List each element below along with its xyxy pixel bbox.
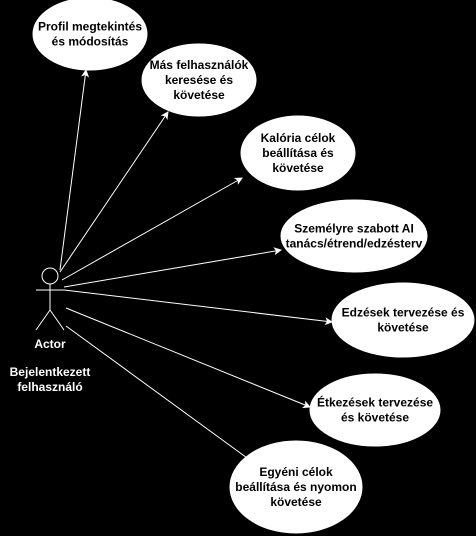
use-case-label-line: beállítása és nyomon [235, 480, 356, 494]
use-case-label-line: követése [272, 161, 324, 175]
association-calorie-goals [61, 177, 243, 281]
association-search-users [59, 111, 169, 273]
actor-head [41, 267, 59, 285]
use-case-ellipse[interactable] [141, 43, 257, 117]
use-case-ellipse[interactable] [240, 115, 356, 191]
use-case-label-line: Más felhasználók [150, 58, 249, 72]
use-case-label-line: Egyéni célok [259, 465, 333, 479]
actor-left-leg [35, 309, 51, 331]
actor-label: Actor [34, 337, 66, 351]
use-case-label-line: Étkezések tervezése [317, 395, 433, 410]
use-case-label-line: követése [270, 495, 322, 509]
use-case-label-line: tanács/étrend/edzésterv [286, 237, 423, 251]
actor-description-line: Bejelentkezett [10, 365, 91, 379]
association-workout-planning [63, 289, 333, 326]
use-case-label-line: és követése [341, 411, 409, 425]
use-case-ellipse[interactable] [280, 199, 428, 273]
actor-description-line: felhasználó [17, 380, 82, 394]
use-case-ellipse[interactable] [229, 440, 363, 534]
use-case-label-line: Személyre szabott AI [294, 222, 414, 236]
use-case-ellipse[interactable] [331, 282, 475, 358]
association-profile [59, 69, 90, 271]
use-case-label-line: beállítása és [262, 146, 334, 160]
associations [59, 69, 333, 464]
use-case-label-line: Edzések tervezése és [342, 306, 465, 320]
association-personal-goals [65, 325, 255, 464]
use-case-label-line: és módosítás [52, 35, 129, 49]
use-case-ellipse[interactable] [32, 0, 148, 71]
actor-right-leg [49, 309, 65, 331]
use-case-label-line: keresése és [165, 73, 233, 87]
use-case-label-line: Profil megtekintés [38, 20, 142, 34]
use-case-label-line: követése [377, 321, 429, 335]
use-case-label-line: Kalória célok [261, 131, 336, 145]
use-case-ai-advice[interactable]: Személyre szabott AItanács/étrend/edzést… [280, 199, 428, 273]
association-ai-advice [63, 247, 282, 288]
use-case-label-line: követése [173, 88, 225, 102]
association-meal-planning [65, 307, 311, 409]
use-case-ellipse[interactable] [309, 373, 441, 447]
